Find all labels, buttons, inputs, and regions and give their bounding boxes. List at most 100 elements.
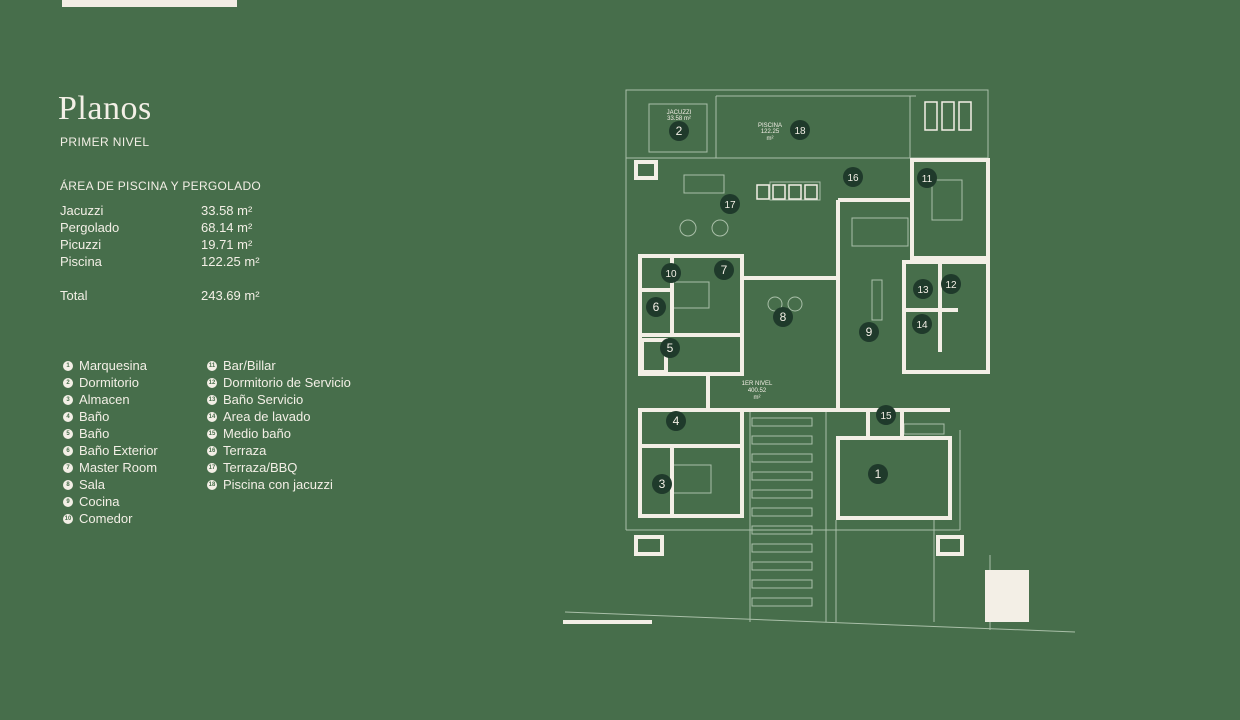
legend-label: Master Room (79, 460, 158, 475)
room-marker-4: 4 (666, 411, 686, 431)
room-markers: 1 2 3 4 5 6 7 8 9 10 11 12 13 14 15 16 1… (646, 120, 961, 494)
legend-number: 14 (207, 411, 217, 422)
stair-step (751, 417, 813, 427)
bench-seat (756, 184, 770, 200)
legend-label: Marquesina (79, 358, 147, 373)
legend-label: Baño (79, 409, 110, 424)
room-marker-11: 11 (917, 168, 937, 188)
room-marker-12: 12 (941, 274, 961, 294)
stair-step (751, 579, 813, 589)
legend-item: 18 Piscina con jacuzzi (207, 476, 351, 493)
legend-item: 13 Baño Servicio (207, 391, 351, 408)
legend-label: Baño Servicio (223, 392, 304, 407)
svg-text:7: 7 (721, 263, 728, 277)
room-marker-2: 2 (669, 121, 689, 141)
bench-seat (788, 184, 802, 200)
legend-number: 3 (63, 394, 73, 405)
room-marker-18: 18 (790, 120, 810, 140)
area-label: Pergolado (60, 220, 120, 235)
legend-item: 7 Master Room (63, 459, 158, 476)
legend-item: 11 Bar/Billar (207, 357, 351, 374)
billiard-table (931, 179, 963, 221)
legend-number: 15 (207, 428, 217, 439)
area-label: Picuzzi (60, 237, 102, 252)
legend-number: 13 (207, 394, 217, 405)
jacuzzi-outline (648, 103, 708, 153)
legend-label: Terraza/BBQ (223, 460, 298, 475)
area-total: Total 243.69 m² (60, 287, 260, 304)
bbq-table (683, 174, 725, 194)
legend-number: 18 (207, 479, 217, 490)
room-marker-8: 8 (773, 307, 793, 327)
wall-service-rooms (902, 260, 990, 374)
site-line (564, 611, 1076, 633)
area-row: Pergolado 68.14 m² (60, 219, 260, 236)
stair-step (751, 561, 813, 571)
page-subtitle: PRIMER NIVEL (60, 135, 150, 149)
site-block (985, 570, 1029, 622)
dining-table (851, 217, 909, 247)
svg-text:15: 15 (880, 411, 892, 422)
stair-step (751, 471, 813, 481)
svg-text:2: 2 (676, 124, 683, 138)
area-row: Piscina 122.25 m² (60, 253, 260, 270)
legend-number: 9 (63, 496, 73, 507)
legend-label: Terraza (223, 443, 267, 458)
legend-item: 3 Almacen (63, 391, 158, 408)
room-marker-17: 17 (720, 194, 740, 214)
svg-text:8: 8 (780, 310, 787, 324)
stair-step (751, 489, 813, 499)
room-marker-9: 9 (859, 322, 879, 342)
legend-item: 4 Baño (63, 408, 158, 425)
area-value: 68.14 m² (201, 220, 253, 235)
plan-walls (634, 158, 990, 556)
svg-text:12: 12 (945, 280, 957, 291)
bed-outline (672, 464, 712, 494)
svg-text:9: 9 (866, 325, 873, 339)
nivel-label: 1ER NIVEL (742, 381, 773, 387)
legend-label: Piscina con jacuzzi (223, 477, 333, 492)
piscina-label: PISCINA (758, 123, 782, 129)
lounger (941, 101, 955, 131)
legend-number: 11 (207, 360, 217, 371)
stair-step (751, 543, 813, 553)
wall-marquesina (836, 436, 952, 520)
bench-seat (772, 184, 786, 200)
room-marker-7: 7 (714, 260, 734, 280)
room-marker-13: 13 (913, 279, 933, 299)
legend-item: 15 Medio baño (207, 425, 351, 442)
stair-step (751, 525, 813, 535)
room-marker-14: 14 (912, 314, 932, 334)
legend-number: 4 (63, 411, 73, 422)
svg-text:4: 4 (673, 414, 680, 428)
legend-number: 7 (63, 462, 73, 473)
lounger (924, 101, 938, 131)
legend-label: Almacen (79, 392, 130, 407)
room-marker-6: 6 (646, 297, 666, 317)
svg-text:18: 18 (794, 126, 806, 137)
plan-stairs (751, 417, 813, 607)
jacuzzi-label: JACUZZI (667, 110, 692, 116)
legend-label: Dormitorio de Servicio (223, 375, 351, 390)
room-marker-5: 5 (660, 338, 680, 358)
area-row: Picuzzi 19.71 m² (60, 236, 260, 253)
legend-label: Baño Exterior (79, 443, 158, 458)
lounger (958, 101, 972, 131)
piscina-area-label: 122.25 (761, 129, 780, 135)
area-row: Jacuzzi 33.58 m² (60, 202, 260, 219)
legend-number: 6 (63, 445, 73, 456)
total-value: 243.69 m² (201, 288, 260, 303)
legend-label: Comedor (79, 511, 133, 526)
legend-label: Medio baño (223, 426, 291, 441)
total-label: Total (60, 288, 88, 303)
svg-text:13: 13 (917, 285, 929, 296)
legend-label: Bar/Billar (223, 358, 276, 373)
svg-text:10: 10 (665, 269, 677, 280)
